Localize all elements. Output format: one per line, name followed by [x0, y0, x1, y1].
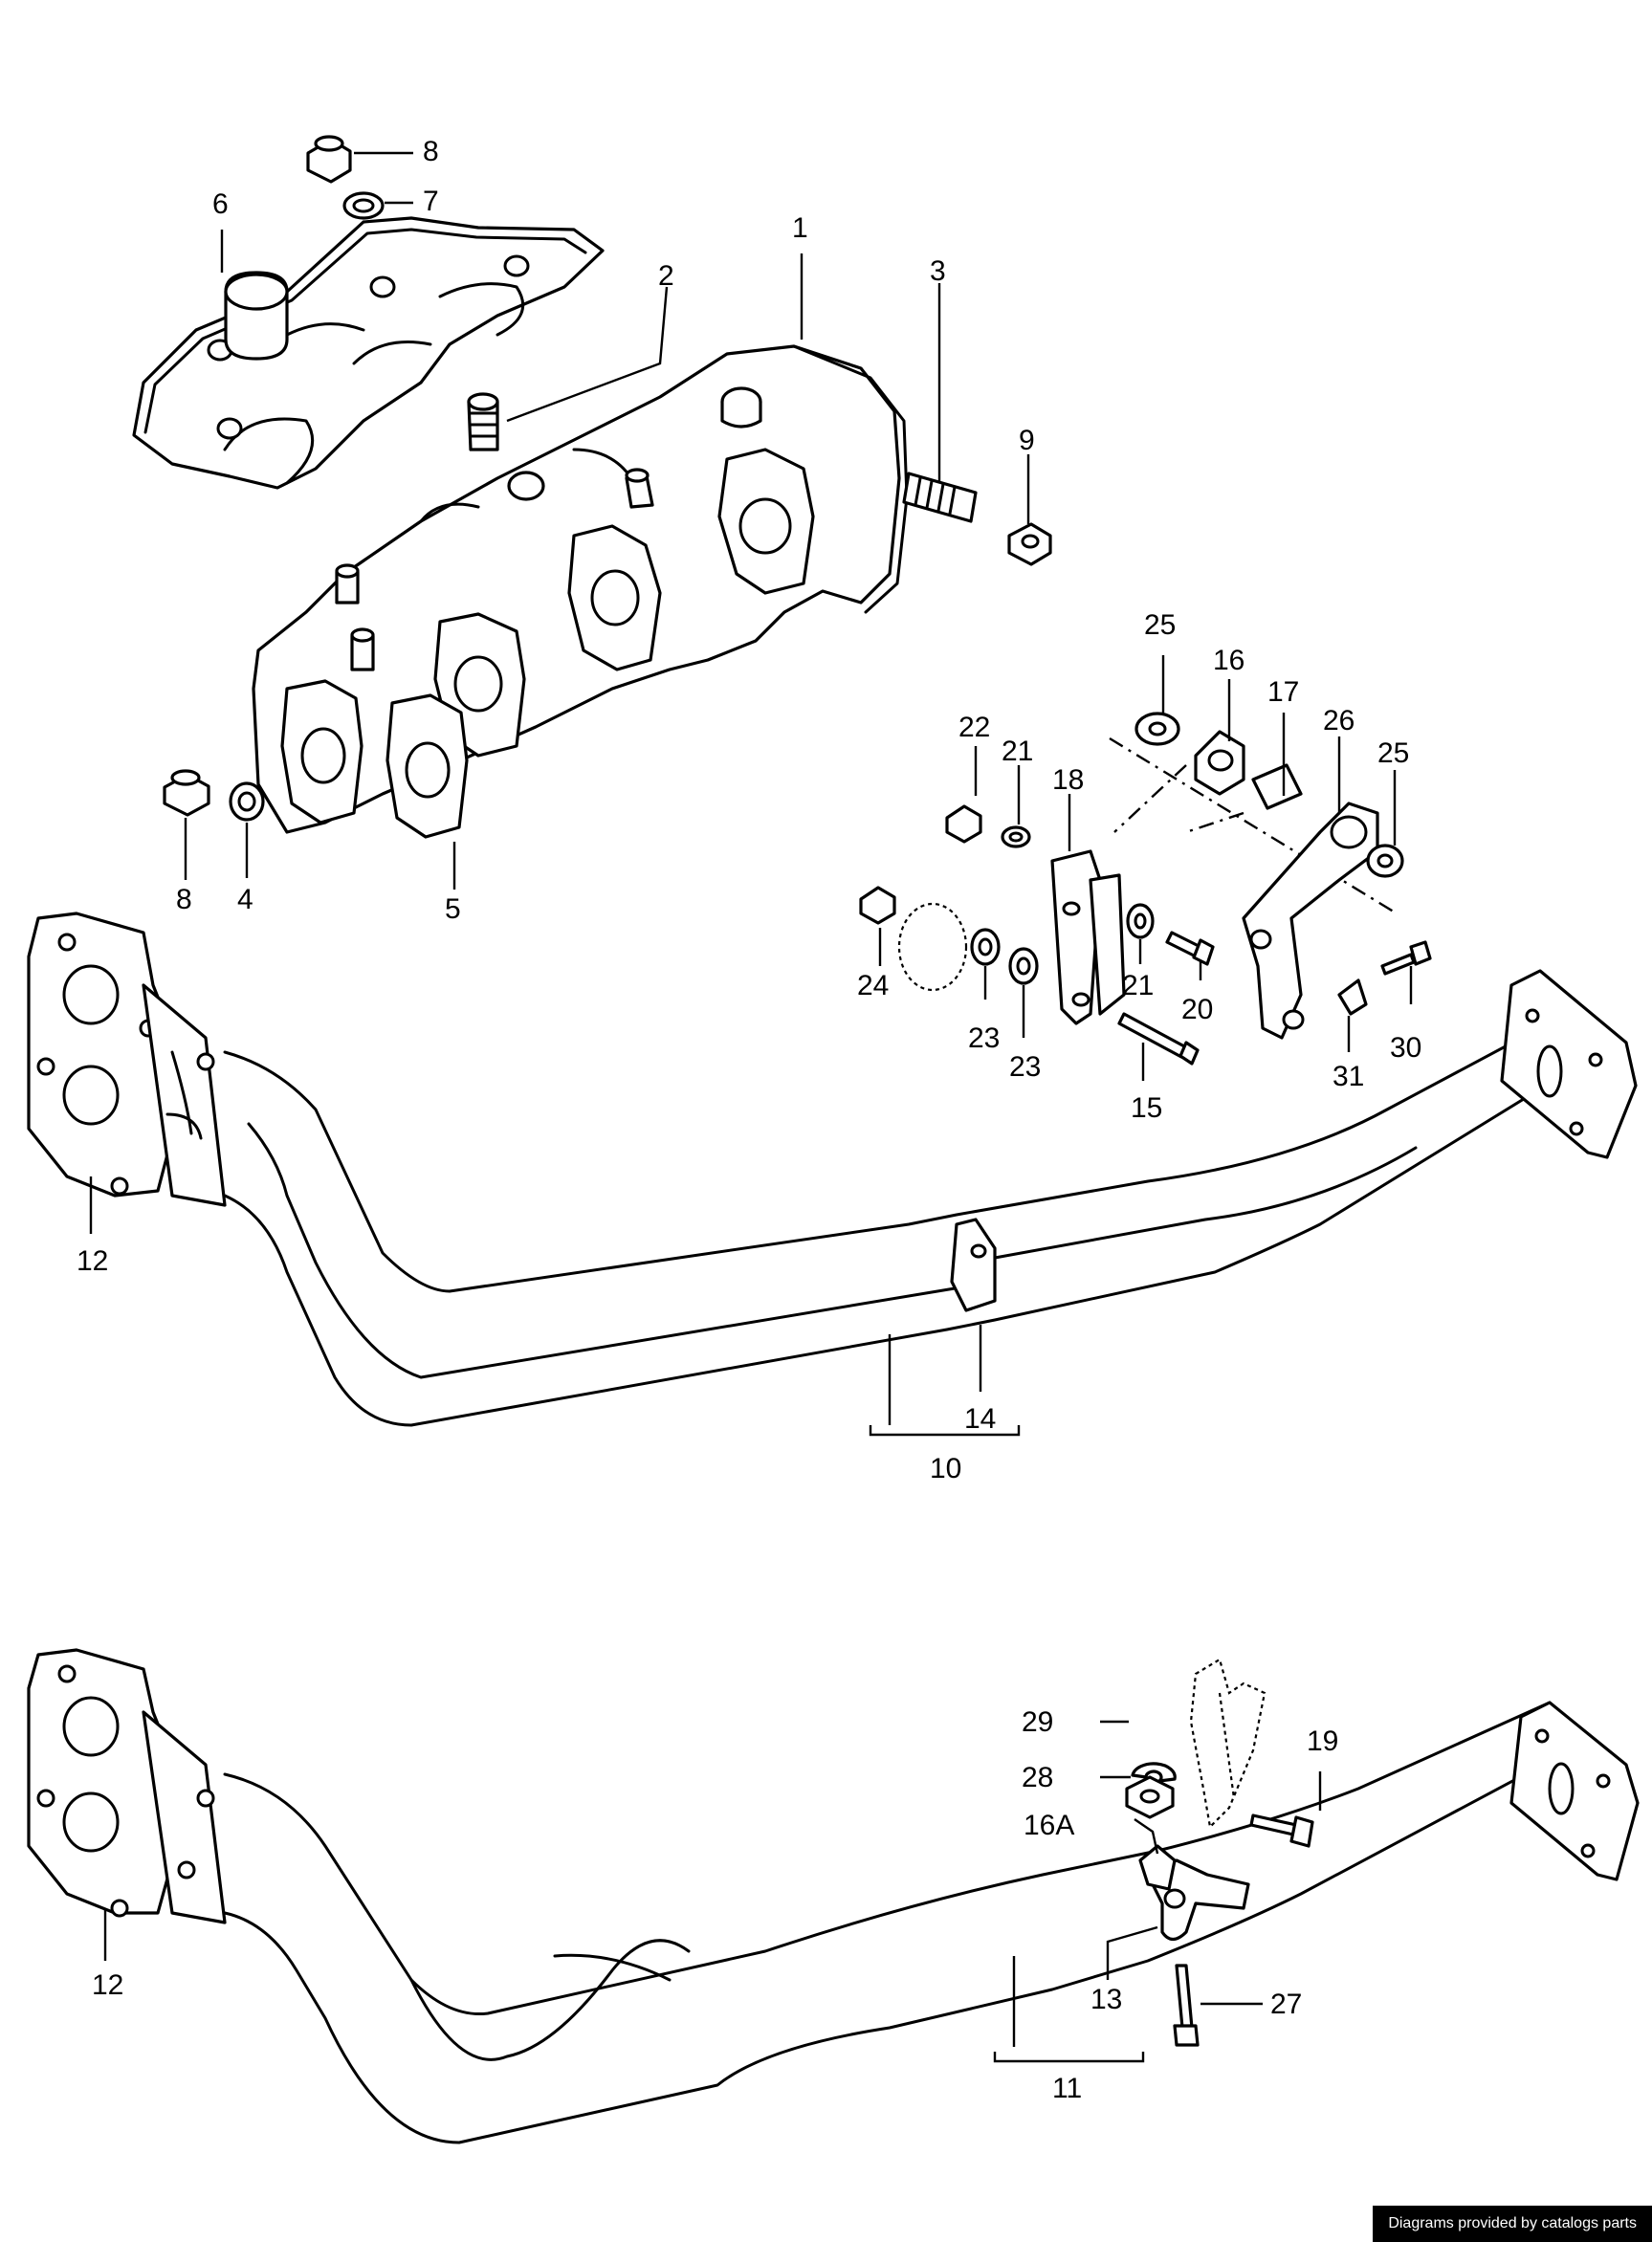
label-12-bottom: 12 [92, 1969, 123, 2001]
label-2: 2 [658, 260, 674, 292]
label-21-bottom: 21 [1122, 970, 1154, 1001]
label-24: 24 [857, 970, 889, 1001]
label-8-bottom: 8 [176, 884, 192, 915]
label-21-top: 21 [1002, 736, 1033, 767]
callout-labels: 8 7 6 1 2 3 9 8 4 5 25 16 17 26 25 22 21… [77, 136, 1421, 2104]
label-18: 18 [1052, 764, 1084, 796]
bracket-assembly [859, 712, 1432, 1066]
label-20: 20 [1181, 994, 1213, 1025]
leader-lines [89, 151, 1413, 2063]
label-19: 19 [1307, 1725, 1338, 1757]
washer-4 [229, 781, 265, 822]
nut-9 [1007, 522, 1052, 566]
label-27: 27 [1270, 1989, 1302, 2020]
label-5: 5 [445, 893, 461, 925]
label-28: 28 [1022, 1762, 1053, 1793]
label-22: 22 [958, 712, 990, 743]
label-14: 14 [964, 1403, 996, 1435]
label-31: 31 [1333, 1061, 1364, 1092]
label-3: 3 [930, 255, 946, 287]
label-9: 9 [1019, 425, 1035, 456]
lower-hardware [1125, 1658, 1314, 2047]
label-15: 15 [1131, 1092, 1162, 1124]
label-16A: 16A [1024, 1810, 1074, 1841]
label-16: 16 [1213, 645, 1245, 676]
label-23-right: 23 [1009, 1051, 1041, 1083]
nut-8-top [306, 135, 352, 184]
label-29: 29 [1022, 1706, 1053, 1738]
heat-shield [132, 216, 605, 490]
stud-2 [467, 392, 499, 451]
label-4: 4 [237, 884, 253, 915]
label-17: 17 [1267, 676, 1299, 708]
manifold-flanges [280, 448, 815, 839]
front-pipe-10 [27, 912, 1638, 1427]
front-pipe-11 [27, 1648, 1640, 2144]
diagram-credit: Diagrams provided by catalogs parts [1373, 2206, 1652, 2242]
nut-8-bottom [163, 769, 210, 817]
label-7: 7 [423, 186, 439, 217]
label-25-right: 25 [1377, 737, 1409, 769]
label-12-top: 12 [77, 1245, 108, 1277]
label-6: 6 [212, 188, 229, 220]
label-1: 1 [792, 212, 808, 244]
label-25-left: 25 [1144, 609, 1176, 641]
washer-7 [342, 191, 385, 220]
label-10: 10 [930, 1453, 961, 1484]
label-13: 13 [1090, 1984, 1122, 2015]
label-26: 26 [1323, 705, 1355, 736]
label-8-top: 8 [423, 136, 439, 167]
label-23-left: 23 [968, 1022, 1000, 1054]
stud-3 [902, 472, 978, 523]
label-11: 11 [1052, 2073, 1082, 2104]
label-30: 30 [1390, 1032, 1421, 1064]
exhaust-manifold [252, 344, 909, 839]
